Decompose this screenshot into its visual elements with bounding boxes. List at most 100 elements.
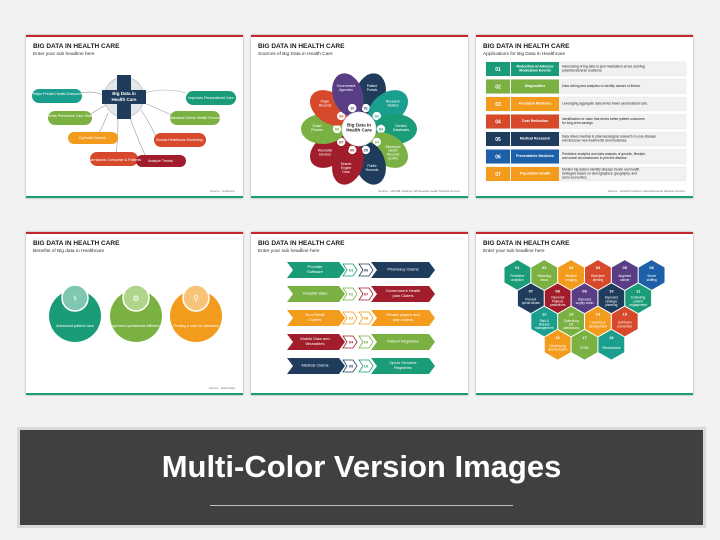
row-number: 06 — [495, 155, 501, 161]
row-title: Population Health — [520, 172, 551, 176]
slide-source: Source : HIGHM Catalyst; Whitecastle hea… — [378, 189, 460, 193]
table-row: 07 Population Health Monitor big data to i… — [485, 166, 687, 182]
slide-subtitle: Enter your sub headline here — [483, 249, 545, 254]
node-label: Boosts Healthcare Marketing — [156, 138, 202, 142]
row-title: Precision Medicine — [519, 102, 552, 106]
slide-thumbnail-6[interactable]: BIG DATA IN HEALTH CARE Enter your sub h… — [476, 232, 693, 395]
slide-thumbnail-2[interactable]: BIG DATA IN HEALTH CARE Sources of Big D… — [251, 35, 468, 198]
slide-thumbnail-3[interactable]: BIG DATA IN HEALTH CARE Applications for… — [476, 35, 693, 198]
slide-source: Source : Datamine — [210, 189, 235, 193]
row-title: Cost Reduction — [522, 119, 549, 123]
hexagon-number: 09 — [582, 288, 587, 293]
row-description: Data mining and analytics to identify ca… — [562, 84, 641, 88]
row-title: Diagnostics — [525, 84, 545, 88]
left-number: 03 — [349, 316, 354, 321]
petal-number: 02 — [375, 114, 379, 118]
hexagon-number: 11 — [636, 288, 641, 293]
node-label: It Helps Predict Health Outcomes — [30, 92, 83, 96]
right-number: 07 — [364, 292, 369, 297]
node-label: Implements Preventive Care Strategies — [38, 114, 101, 118]
right-label: Patient Registries — [387, 339, 418, 344]
slide-subtitle: Benefits of Big data in Healthcare — [33, 249, 105, 254]
slide-thumbnail-1[interactable]: BIG DATA IN HEALTH CARE Enter your sub h… — [26, 35, 243, 198]
slide-subtitle: Enter your sub headline here — [258, 249, 320, 254]
left-label: Medical Claims — [301, 363, 328, 368]
benefits-diagram: ⚕ Advanced patient care ⚙ Improves opera… — [49, 284, 222, 342]
slide-title: BIG DATA IN HEALTH CARE — [33, 240, 120, 247]
hexagon-number: 07 — [529, 288, 534, 293]
petal-number: 01 — [364, 106, 368, 110]
row-number: 07 — [495, 172, 501, 178]
svg-text:⚙: ⚙ — [132, 294, 139, 303]
right-label: Pharmacy Claims — [387, 267, 418, 272]
banner-divider — [210, 505, 513, 506]
row-description: Leveraging aggregate data drives fewer p… — [562, 102, 648, 106]
hexagon-number: 15 — [623, 312, 628, 317]
search-icon — [182, 284, 210, 312]
patient-icon — [61, 284, 89, 312]
left-number: 05 — [349, 364, 354, 369]
row-description: Monitor big data to identify disease tre… — [562, 168, 640, 180]
left-number: 04 — [349, 340, 354, 345]
node-label: Improves Personalized Care — [188, 96, 233, 100]
left-number: 01 — [349, 268, 354, 273]
slide-thumbnail-5[interactable]: BIG DATA IN HEALTH CARE Enter your sub h… — [251, 232, 468, 395]
hexagon-number: 06 — [649, 265, 654, 270]
node-label: Understands Consumer & Patients — [86, 158, 142, 162]
right-number: 06 — [364, 268, 369, 273]
petal-number: 06 — [350, 148, 354, 152]
hexagon-number: 05 — [623, 265, 628, 270]
left-label: Hospital Stats — [303, 291, 328, 296]
row-number: 05 — [495, 137, 501, 143]
node-label: Analyze Trends — [148, 159, 173, 163]
petal-number: 09 — [339, 114, 343, 118]
hexagon-label: Telemedicine — [602, 346, 621, 350]
hexagon-number: 10 — [609, 288, 614, 293]
petal-number: 04 — [375, 140, 380, 144]
banner-title: Multi-Color Version Images — [161, 449, 562, 484]
slide-thumbnail-4[interactable]: BIG DATA IN HEALTH CARE Benefits of Big … — [26, 232, 243, 395]
hexagon-number: 17 — [582, 335, 587, 340]
hexagon-number: 08 — [555, 288, 560, 293]
svg-text:Big Data in: Big Data in — [112, 91, 136, 96]
slide-subtitle: Enter your sub headline here — [33, 52, 95, 57]
right-number: 10 — [364, 364, 369, 369]
